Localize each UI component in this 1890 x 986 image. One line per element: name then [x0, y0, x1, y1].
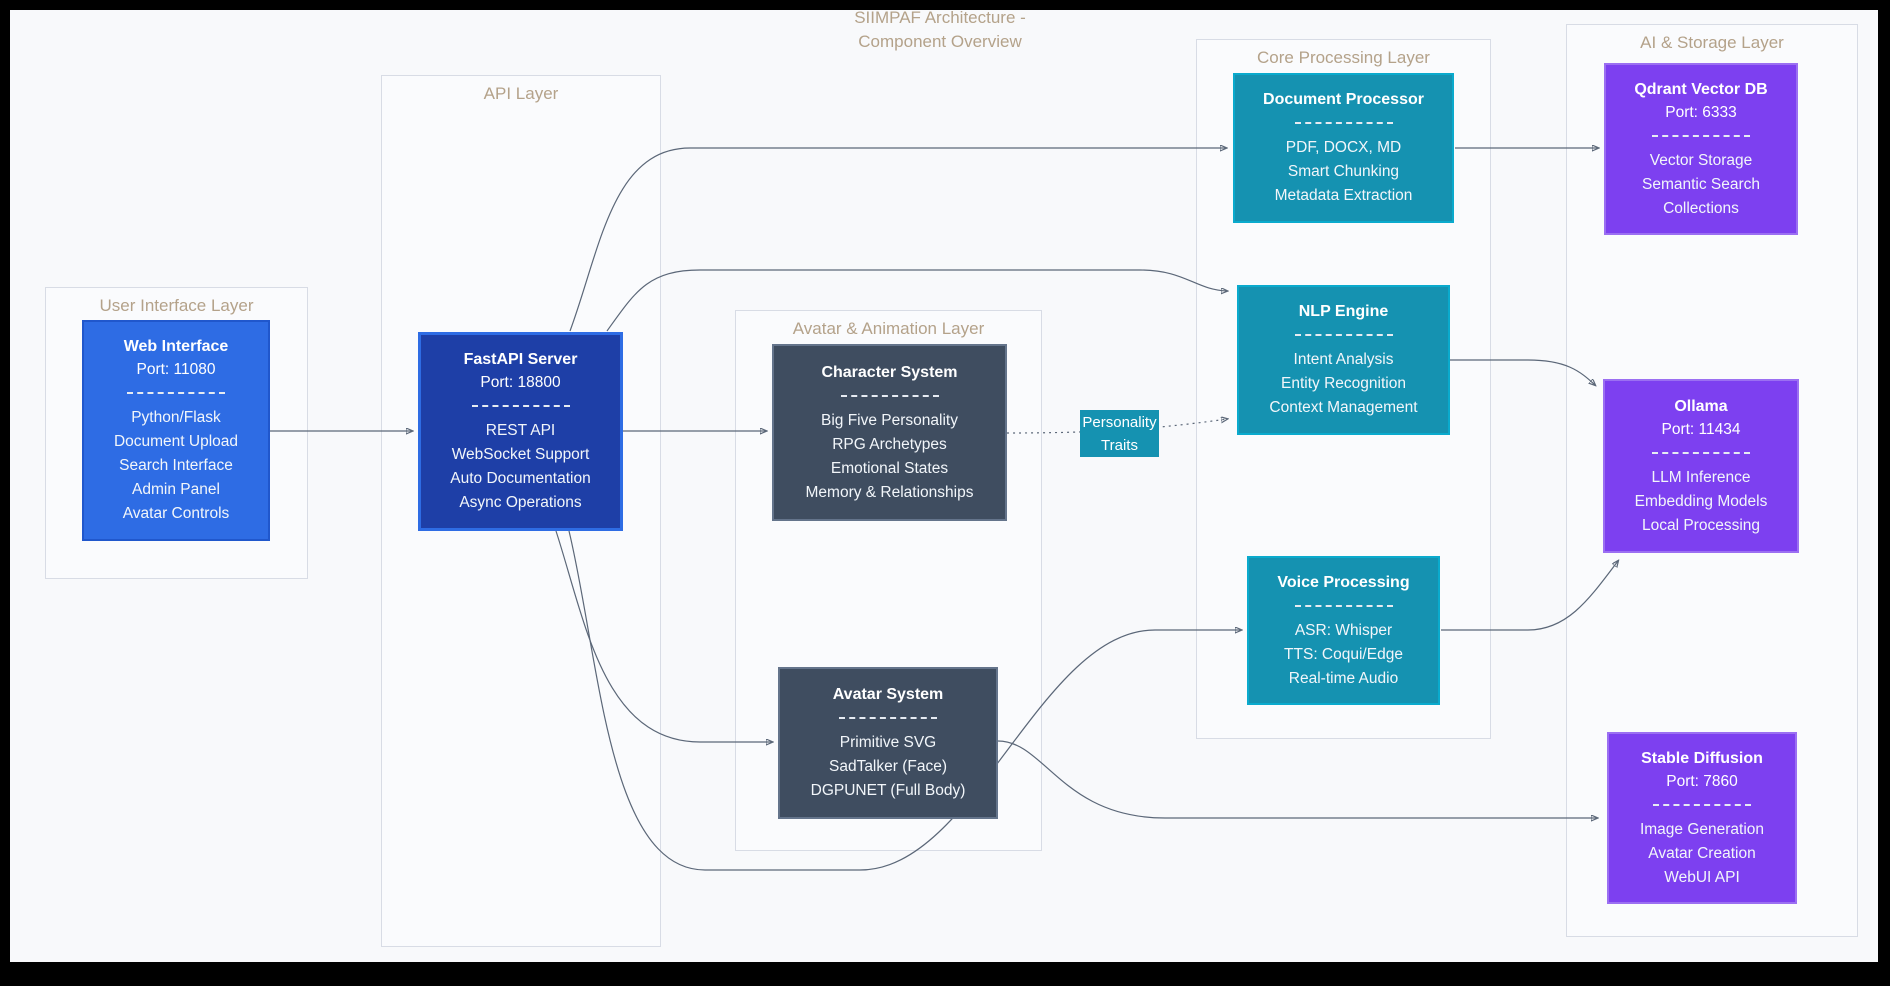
- node-item: Entity Recognition: [1281, 375, 1406, 392]
- node-title: Ollama: [1674, 397, 1728, 415]
- node-item: Document Upload: [113, 433, 239, 450]
- node-item: Python/Flask: [131, 409, 221, 426]
- node-item: Context Management: [1269, 399, 1418, 416]
- divider: [1653, 803, 1751, 806]
- node-item: TTS: Coqui/Edge: [1284, 645, 1403, 663]
- node-title: Web Interface: [123, 338, 229, 355]
- edge-label-line2: Traits: [1101, 436, 1138, 454]
- divider: [1294, 122, 1393, 124]
- node-title: Qdrant Vector DB: [1634, 80, 1768, 98]
- divider: [127, 392, 225, 394]
- node-item: Admin Panel: [132, 481, 220, 498]
- node-item: REST API: [485, 422, 556, 439]
- layer-label-avatar-animation: Avatar & Animation Layer: [792, 319, 985, 338]
- node-title: Voice Processing: [1277, 573, 1410, 591]
- node-title: Stable Diffusion: [1641, 749, 1763, 767]
- node-item: Image Generation: [1639, 820, 1765, 838]
- divider: [839, 717, 937, 719]
- node-web-interface[interactable]: Web Interface Port: 11080 Python/Flask D…: [82, 320, 270, 541]
- divider: [840, 394, 939, 397]
- node-port: Port: 11080: [136, 361, 216, 378]
- node-item: Semantic Search: [1641, 175, 1761, 193]
- node-item: Avatar Creation: [1648, 844, 1756, 862]
- node-item: DGPUNET (Full Body): [810, 782, 966, 799]
- node-item: Intent Analysis: [1293, 351, 1394, 368]
- node-item: Search Interface: [119, 457, 233, 474]
- divider: [1652, 451, 1750, 454]
- layer-label-ai-storage: AI & Storage Layer: [1640, 33, 1784, 52]
- node-item: WebUI API: [1664, 868, 1740, 886]
- node-port: Port: 18800: [480, 374, 561, 391]
- node-item: Async Operations: [459, 494, 582, 511]
- node-port: Port: 11434: [1661, 420, 1741, 438]
- node-item: Embedding Models: [1634, 492, 1768, 510]
- layer-label-api: API Layer: [483, 84, 559, 103]
- node-fastapi-server[interactable]: FastAPI Server Port: 18800 REST API WebS…: [418, 332, 623, 531]
- node-item: Vector Storage: [1649, 151, 1753, 169]
- node-qdrant-vector-db[interactable]: Qdrant Vector DB Port: 6333 Vector Stora…: [1604, 63, 1798, 235]
- divider: [1294, 334, 1393, 336]
- node-item: Avatar Controls: [122, 505, 230, 522]
- node-item: Metadata Extraction: [1274, 187, 1413, 204]
- node-title: FastAPI Server: [463, 351, 578, 368]
- node-title: Document Processor: [1263, 91, 1424, 108]
- node-document-processor[interactable]: Document Processor PDF, DOCX, MD Smart C…: [1233, 73, 1454, 223]
- diagram-title: SIIMPAF Architecture - Component Overvie…: [740, 6, 1140, 54]
- node-ollama[interactable]: Ollama Port: 11434 LLM Inference Embeddi…: [1603, 379, 1799, 553]
- node-item: LLM Inference: [1651, 468, 1751, 486]
- node-title: Avatar System: [832, 686, 944, 703]
- node-item: Real-time Audio: [1288, 669, 1399, 687]
- node-port: Port: 6333: [1665, 103, 1737, 121]
- layer-label-core-processing: Core Processing Layer: [1257, 48, 1430, 67]
- diagram-title-line2: Component Overview: [858, 32, 1022, 51]
- edge-label-personality-traits: Personality Traits: [1080, 410, 1159, 457]
- node-port: Port: 7860: [1666, 772, 1738, 790]
- node-item: Auto Documentation: [450, 470, 591, 487]
- node-item: ASR: Whisper: [1294, 621, 1393, 639]
- node-item: Primitive SVG: [839, 734, 937, 751]
- node-item: WebSocket Support: [451, 446, 590, 463]
- node-character-system[interactable]: Character System Big Five Personality RP…: [772, 344, 1007, 521]
- node-item: Big Five Personality: [821, 411, 958, 429]
- node-item: Memory & Relationships: [805, 483, 974, 501]
- diagram-title-line1: SIIMPAF Architecture -: [854, 8, 1026, 27]
- divider: [1294, 604, 1393, 607]
- node-stable-diffusion[interactable]: Stable Diffusion Port: 7860 Image Genera…: [1607, 732, 1797, 904]
- node-voice-processing[interactable]: Voice Processing ASR: Whisper TTS: Coqui…: [1247, 556, 1440, 705]
- node-item: Local Processing: [1641, 516, 1761, 534]
- node-item: PDF, DOCX, MD: [1285, 139, 1402, 156]
- node-item: RPG Archetypes: [832, 435, 947, 453]
- node-nlp-engine[interactable]: NLP Engine Intent Analysis Entity Recogn…: [1237, 285, 1450, 435]
- node-item: Collections: [1663, 199, 1739, 217]
- node-item: Smart Chunking: [1287, 163, 1400, 180]
- node-item: SadTalker (Face): [828, 758, 947, 775]
- layer-label-user-interface: User Interface Layer: [99, 296, 254, 315]
- node-title: NLP Engine: [1298, 303, 1389, 320]
- node-title: Character System: [821, 363, 958, 381]
- node-item: Emotional States: [830, 459, 949, 477]
- divider: [1652, 134, 1750, 137]
- node-avatar-system[interactable]: Avatar System Primitive SVG SadTalker (F…: [778, 667, 998, 819]
- divider: [471, 405, 570, 407]
- edge-label-line1: Personality: [1082, 413, 1157, 431]
